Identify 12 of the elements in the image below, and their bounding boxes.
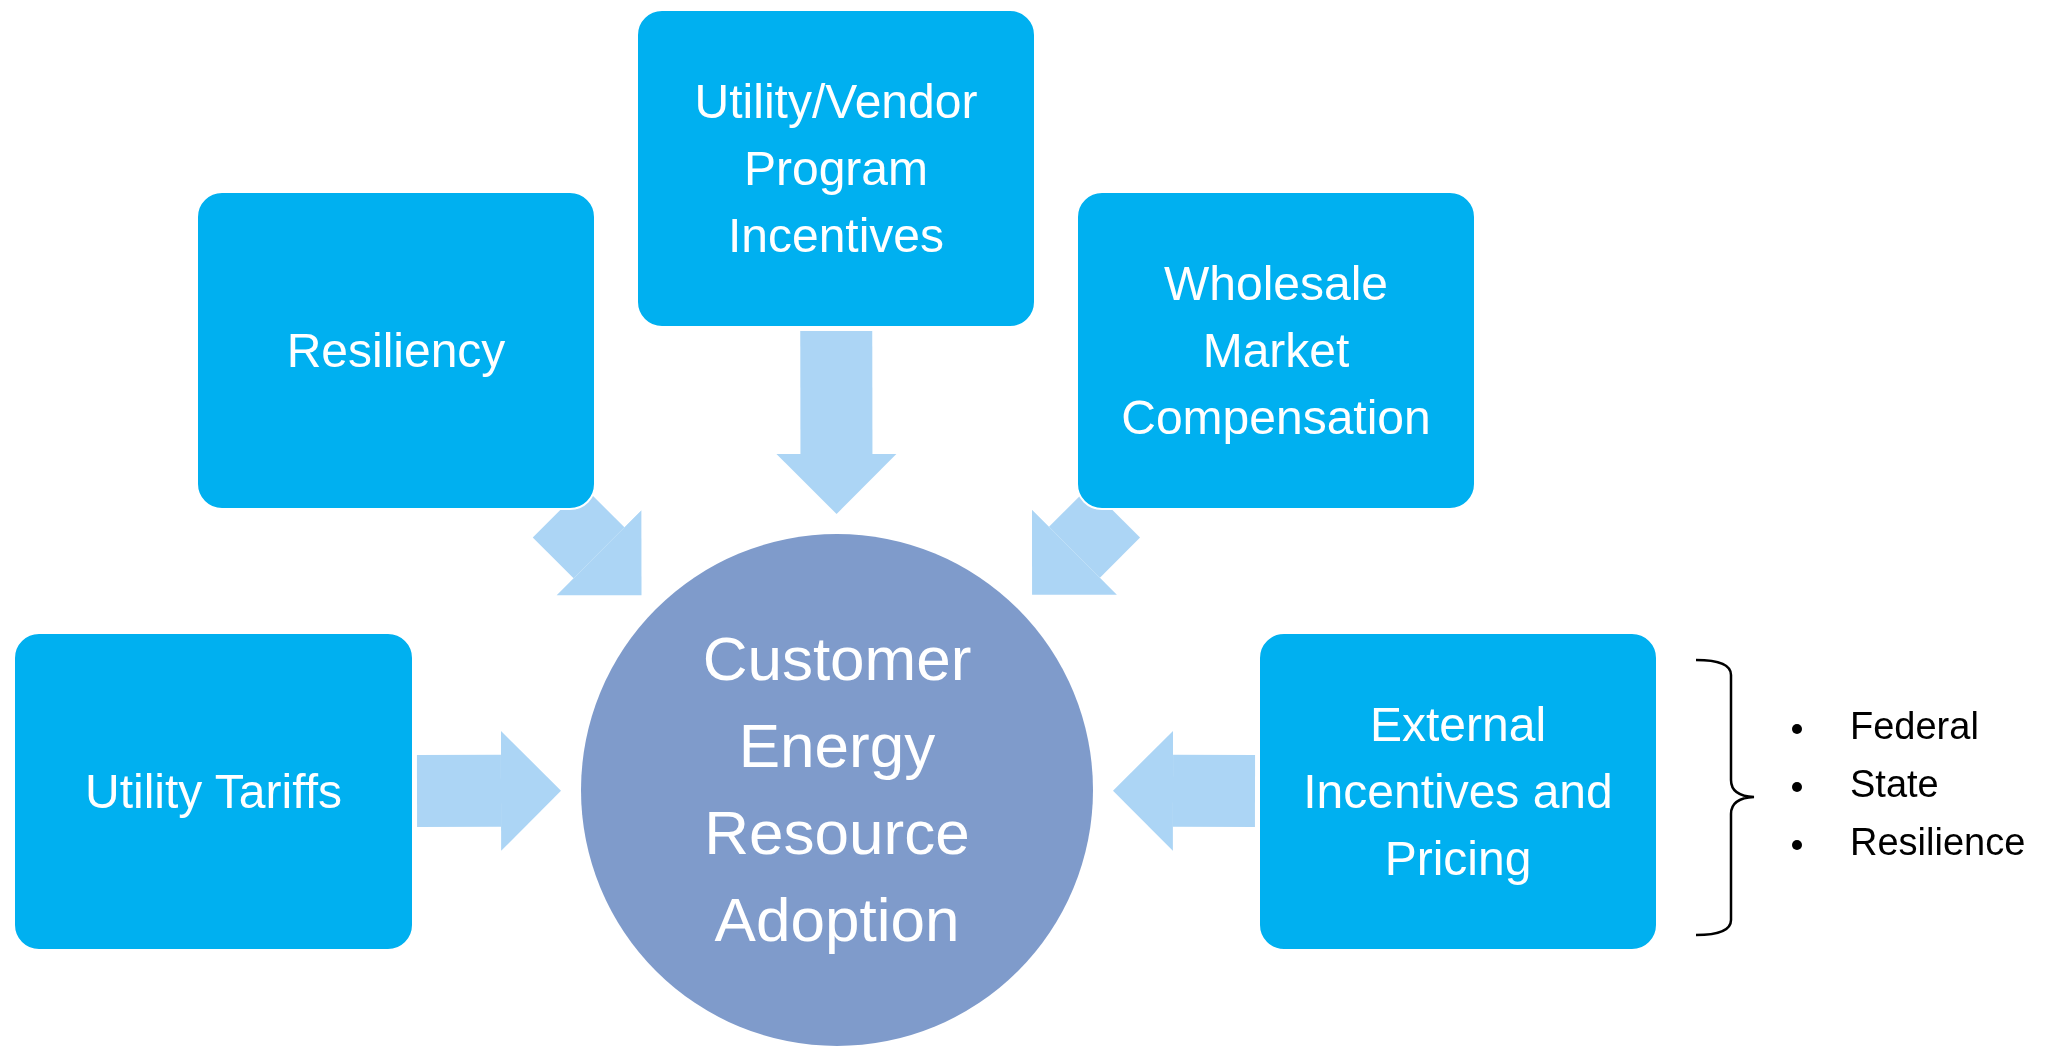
block-arrow: [416, 730, 561, 851]
rounded-box: Resiliency: [196, 191, 596, 510]
block-arrow: [776, 330, 897, 514]
list-item: State: [1850, 763, 1939, 806]
rounded-box: Wholesale Market Compensation: [1076, 191, 1476, 510]
rounded-box: Utility/Vendor Program Incentives: [636, 9, 1036, 328]
rounded-box: External Incentives and Pricing: [1258, 632, 1658, 951]
list-item: Federal: [1850, 705, 1979, 748]
rounded-box: Utility Tariffs: [13, 632, 414, 951]
list-item: Resilience: [1850, 821, 2026, 864]
block-arrow: [1113, 730, 1256, 851]
circle-node: Customer Energy Resource Adoption: [581, 534, 1093, 1046]
